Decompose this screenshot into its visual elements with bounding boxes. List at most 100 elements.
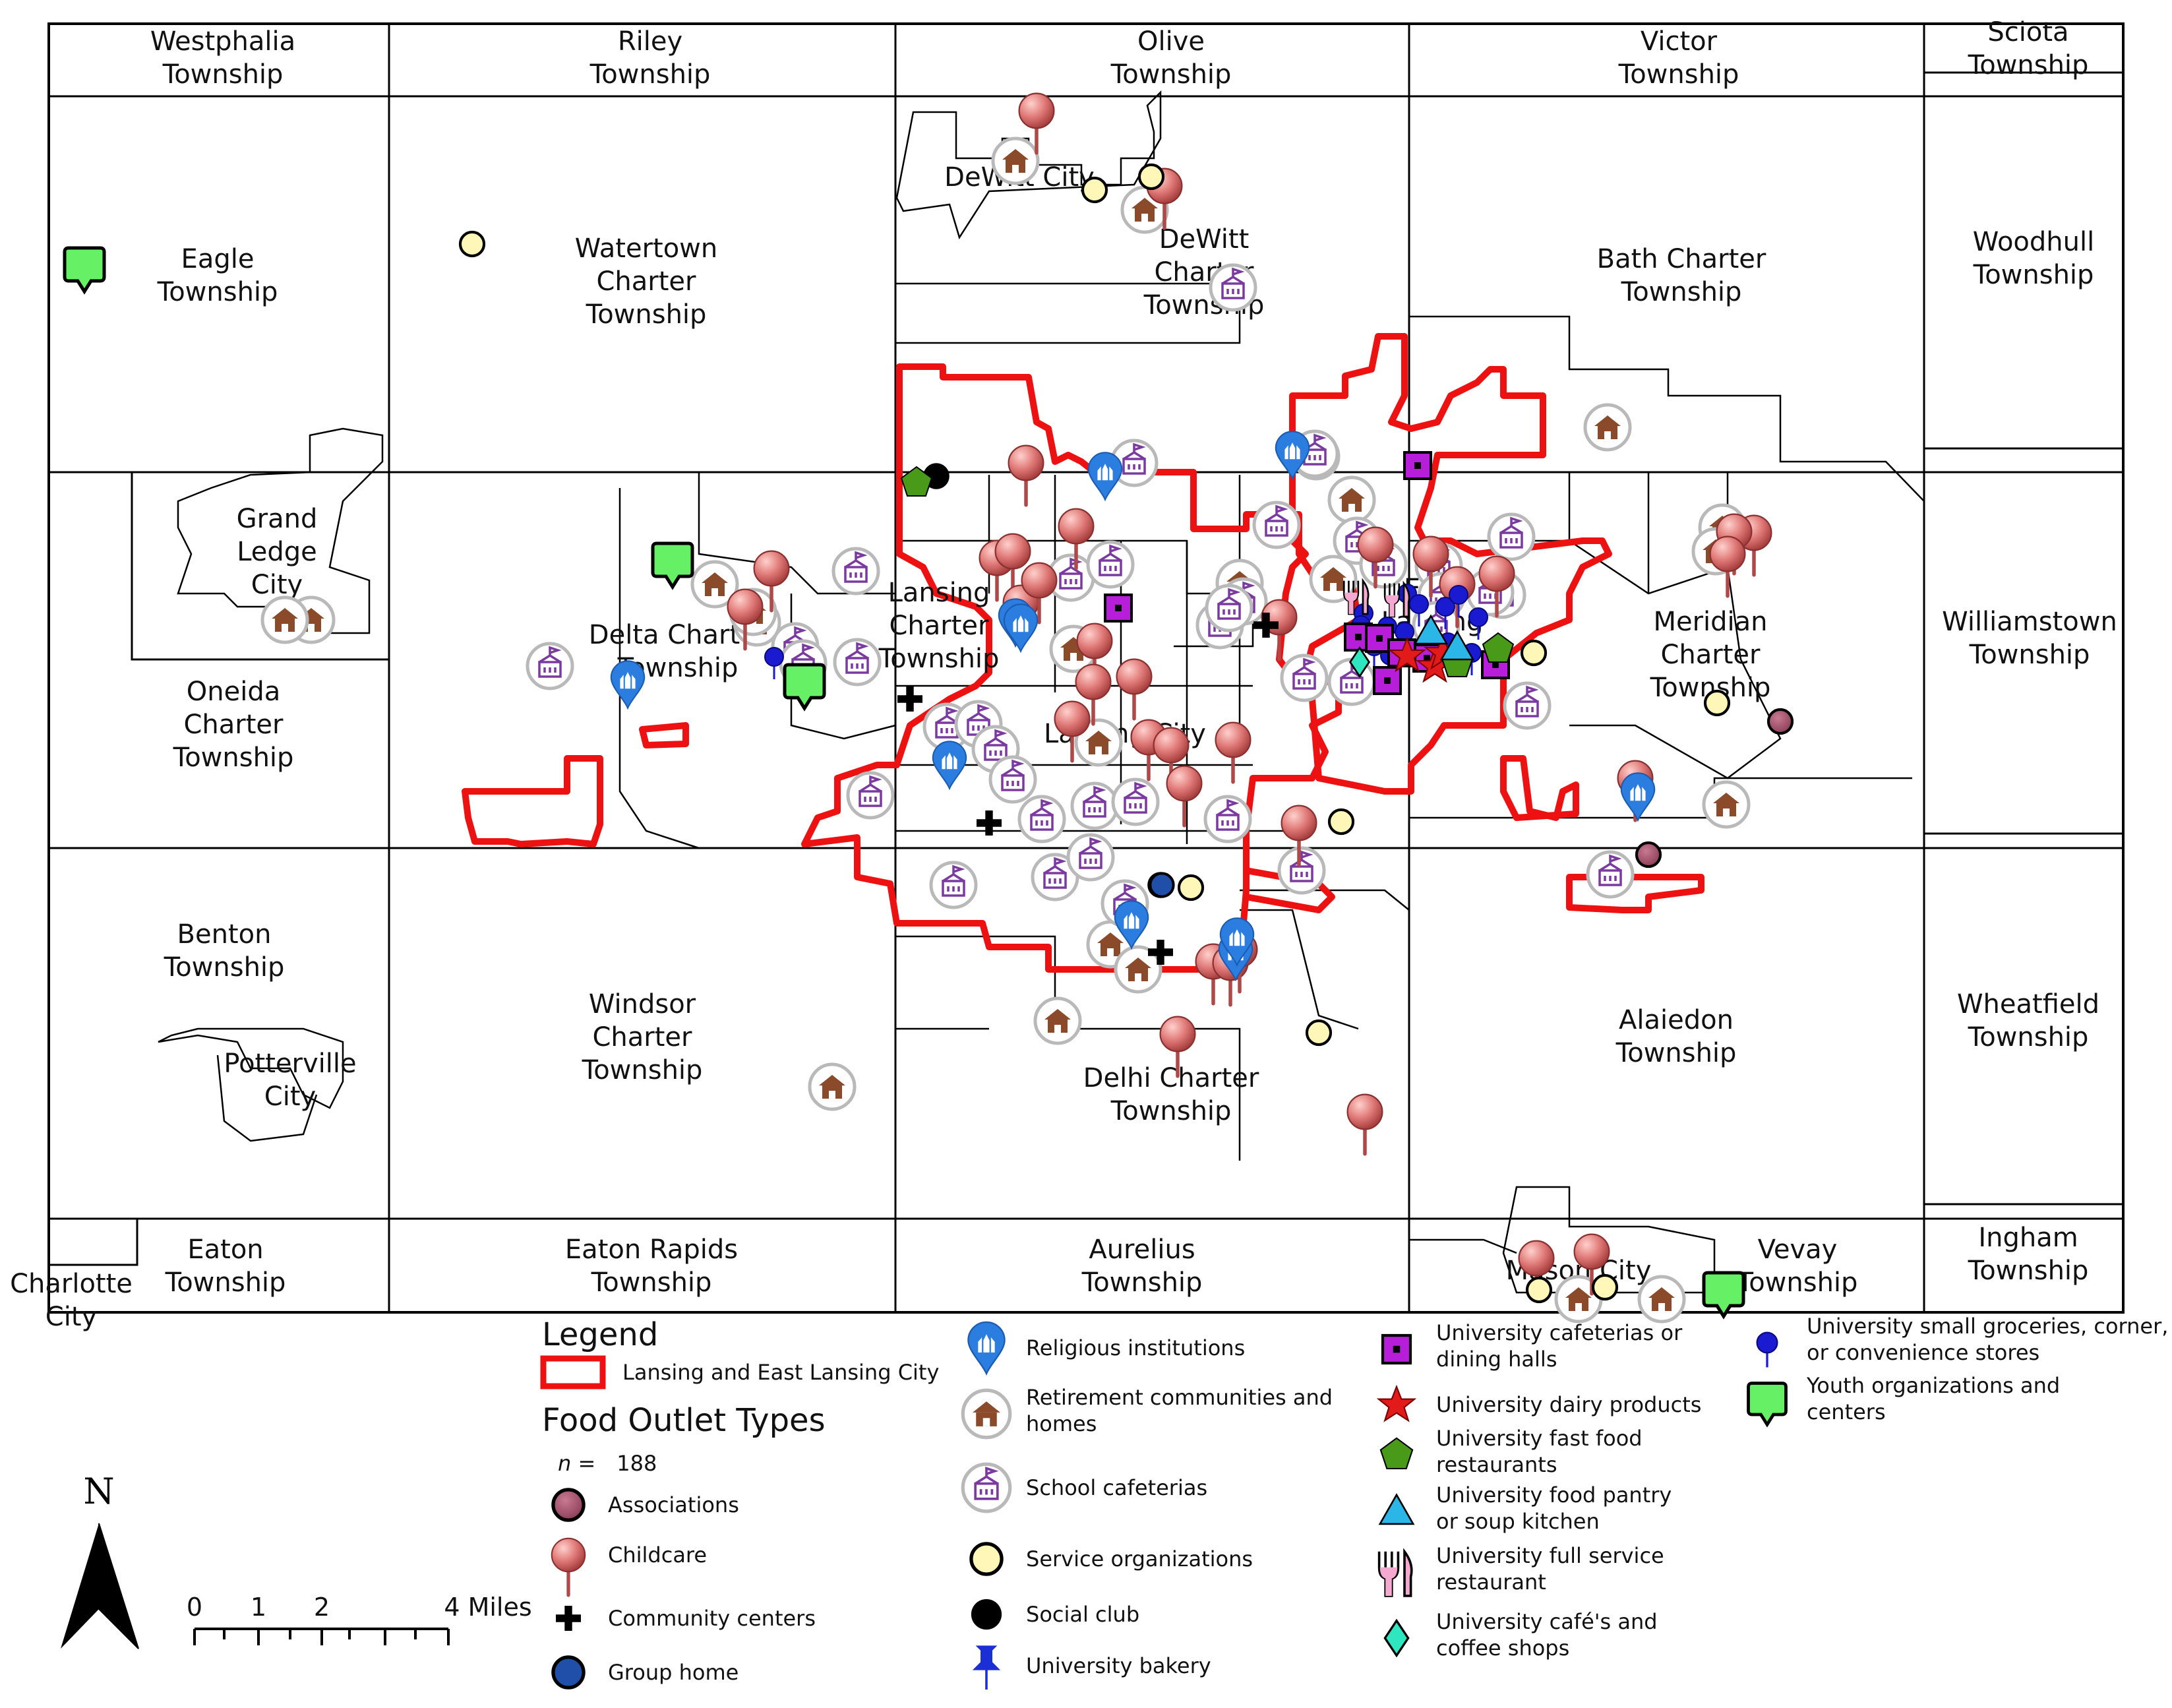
drop-marker <box>932 741 967 791</box>
township-label-line: Township <box>1968 1022 2089 1052</box>
township-label-line: Williamstown <box>1942 607 2117 637</box>
township-label-line: Bath Charter <box>1597 244 1766 274</box>
legend-n-equals: = <box>571 1451 595 1476</box>
township-label-line: Township <box>164 952 285 983</box>
township-label-line: Meridian <box>1653 607 1767 637</box>
township-label-line: Victor <box>1641 26 1718 57</box>
service-marker <box>1591 1273 1619 1301</box>
school-marker <box>1252 501 1301 549</box>
township-label-line: Vevay <box>1758 1235 1838 1265</box>
diamond-marker <box>1348 646 1371 679</box>
drop-marker <box>1114 900 1149 950</box>
pin-marker <box>1573 1233 1610 1296</box>
community-marker <box>977 810 1002 836</box>
legend-label-retirement: Retirement communities and <box>1026 1385 1333 1410</box>
township-label-line: Township <box>589 59 711 90</box>
township-label-line: Riley <box>618 26 682 57</box>
township-label-line: Charter <box>1661 640 1761 670</box>
school-marker <box>846 771 895 820</box>
retirement-legend-icon <box>961 1388 1012 1440</box>
house-marker <box>1033 996 1082 1045</box>
youth-marker <box>63 246 106 295</box>
township-label-line: City <box>264 1082 316 1112</box>
youth-marker <box>783 663 826 712</box>
cafe-legend-icon <box>1383 1618 1410 1658</box>
township-label-line: Sciota <box>1987 17 2068 47</box>
school-marker <box>1487 512 1536 561</box>
township-label-line: Lansing <box>888 578 990 608</box>
township-label-line: Township <box>878 644 1000 674</box>
school-marker <box>1110 439 1159 487</box>
star-marker <box>1388 636 1426 673</box>
service-marker <box>1081 176 1108 204</box>
scale-tick-2: 2 <box>314 1593 330 1622</box>
pin-marker <box>1281 805 1317 867</box>
scale-tick-1: 1 <box>251 1593 266 1622</box>
legend-label-youth: centers <box>1807 1399 1886 1424</box>
legend-types-title: Food Outlet Types <box>542 1402 826 1439</box>
religious-legend-icon <box>967 1321 1006 1376</box>
township-label-line: City <box>45 1302 97 1332</box>
school-marker <box>831 547 880 595</box>
house-marker <box>1583 403 1632 452</box>
pin-marker <box>1054 700 1091 763</box>
township-label-line: Township <box>1737 1267 1858 1298</box>
community-marker <box>1148 940 1173 965</box>
triangle-marker <box>1439 630 1475 661</box>
township-label-line: Windsor <box>589 989 696 1020</box>
township-label-line: Ledge <box>237 537 317 567</box>
legend-label-social: Social club <box>1026 1602 1139 1627</box>
legend-n-symbol: n <box>558 1451 571 1476</box>
school-marker <box>988 755 1037 804</box>
township-label-line: Eagle <box>181 244 255 274</box>
legend-label-univ-fastfood: restaurants <box>1436 1452 1557 1477</box>
scale-bar: 0 1 2 4 Miles <box>187 1593 532 1645</box>
pin-marker <box>1116 658 1153 721</box>
pin-marker <box>727 588 764 651</box>
legend-label-associations: Associations <box>608 1492 739 1517</box>
association-marker <box>1766 708 1794 735</box>
pin-marker <box>1357 526 1394 589</box>
pin-marker <box>1215 721 1252 784</box>
cross-legend-icon <box>556 1606 581 1631</box>
township-label-line: Ingham <box>1978 1223 2078 1253</box>
childcare-legend-icon <box>551 1537 586 1597</box>
township-label-line: City <box>251 570 303 600</box>
house-marker <box>1554 1275 1603 1324</box>
social-legend-icon <box>971 1599 1002 1630</box>
legend-label-childcare: Childcare <box>608 1542 707 1568</box>
school-marker <box>1031 853 1079 901</box>
township-label-line: Grand <box>237 504 318 534</box>
school-marker <box>1277 846 1326 895</box>
township-label-line: DeWitt <box>1159 224 1250 255</box>
school-marker <box>1086 540 1135 589</box>
legend-label-univ-pantry: or soup kitchen <box>1436 1509 1600 1534</box>
township-label-line: Township <box>165 1267 286 1298</box>
legend-label-univ-grocery: University small groceries, corner, <box>1807 1314 2168 1339</box>
pantry-legend-icon <box>1378 1493 1415 1525</box>
grouphome-marker <box>1149 872 1175 898</box>
township-label-line: Eaton Rapids <box>565 1235 738 1265</box>
legend-label-univ-fastfood: University fast food <box>1436 1426 1643 1451</box>
township-label-line: Township <box>1110 1096 1232 1126</box>
school-marker <box>1586 850 1635 899</box>
youth-marker <box>1702 1271 1745 1320</box>
dairy-legend-icon <box>1376 1384 1417 1422</box>
township-label-line: Township <box>1621 277 1742 307</box>
fork-marker <box>1342 578 1370 615</box>
cafeteria-marker <box>1373 666 1402 695</box>
blue-marker <box>1449 585 1468 617</box>
blue-marker <box>1468 607 1488 640</box>
north-arrow-right-half <box>98 1523 139 1649</box>
north-label: N <box>83 1471 114 1512</box>
township-label-line: Charter <box>597 266 697 297</box>
